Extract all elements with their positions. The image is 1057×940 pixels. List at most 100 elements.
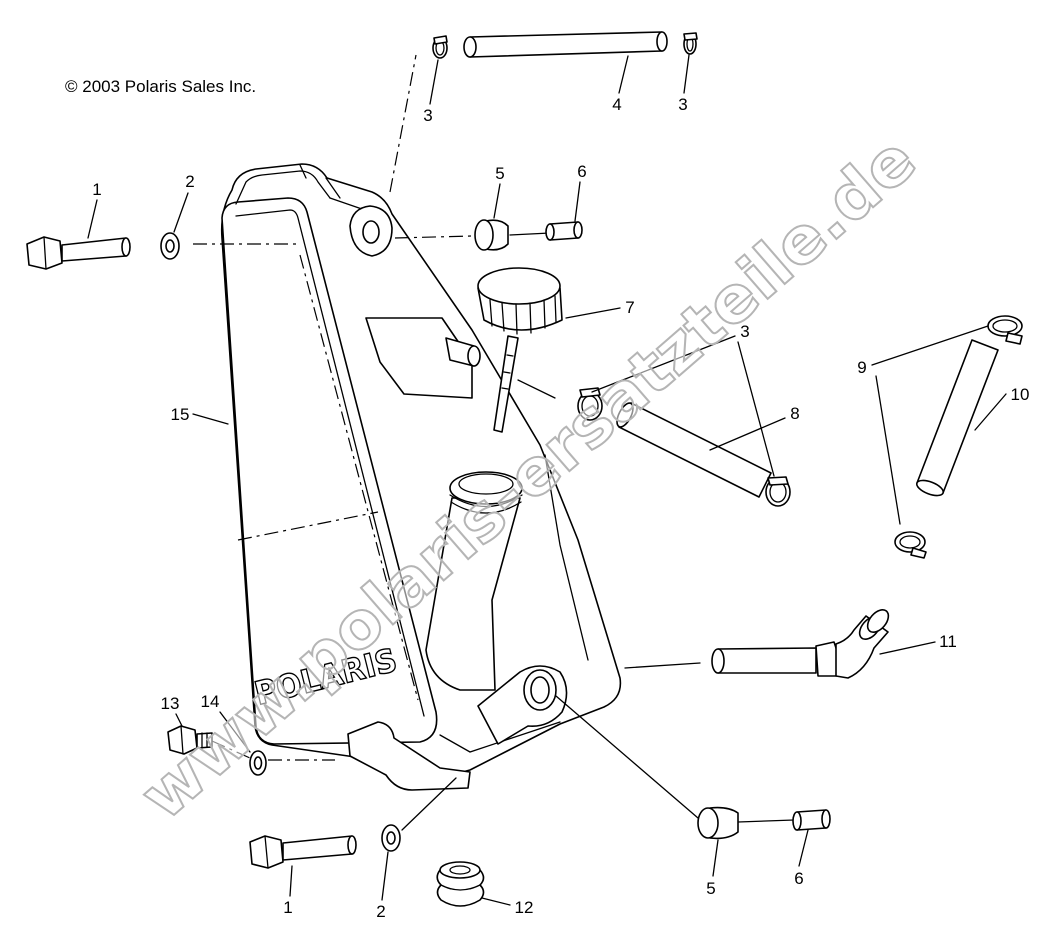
copyright-notice: © 2003 Polaris Sales Inc. <box>65 77 256 96</box>
leader-4 <box>618 55 629 94</box>
tank-seam-line <box>237 511 379 541</box>
sleeve-end-right <box>821 809 831 829</box>
grommet-ridge <box>440 884 481 891</box>
cap-top <box>477 267 561 305</box>
washer-hole <box>165 239 175 253</box>
hose-right <box>915 339 999 497</box>
callout-2-upper: 2 <box>185 172 194 191</box>
clamp-ear <box>433 35 448 45</box>
leader-12 <box>481 897 511 906</box>
tank-upper-mount-hole <box>362 220 380 244</box>
clamp-ear <box>910 547 927 559</box>
hose-end-right <box>656 31 668 52</box>
leader-2-lower <box>381 851 389 901</box>
grommet-hole <box>449 865 471 875</box>
tank-filler-neck-opening <box>458 473 514 495</box>
callout-3-top-right: 3 <box>678 95 687 114</box>
callout-11: 11 <box>939 632 957 651</box>
grommet-body <box>436 869 485 907</box>
callout-13: 13 <box>161 694 180 713</box>
leader-11 <box>879 641 936 655</box>
leader-5-upper <box>493 183 501 219</box>
tank-vent-nipple-end <box>467 345 481 367</box>
leader-7 <box>565 307 621 319</box>
callout-14: 14 <box>201 692 220 711</box>
tank-filler-neck-top <box>449 471 523 505</box>
center-line-upper-grommet <box>394 235 473 239</box>
bolt-hex-edge <box>264 835 269 869</box>
washer-lower <box>381 824 401 852</box>
sleeve-end-left <box>792 811 802 831</box>
callout-labels: 1 2 3 4 3 5 6 7 3 8 9 10 15 11 13 14 1 2… <box>92 95 1029 921</box>
grommet-top <box>439 861 481 879</box>
oil-tank: POLARIS <box>220 163 622 791</box>
callout-6-lower: 6 <box>794 869 803 888</box>
leader-2-upper <box>173 192 189 233</box>
fitting-tube <box>717 647 817 674</box>
leader-6-upper <box>574 181 581 222</box>
center-line-upper-sleeve <box>509 232 551 236</box>
leader-15 <box>192 413 229 425</box>
callout-3-top-left: 3 <box>423 106 432 125</box>
tank-filler-neck <box>425 497 521 691</box>
tank-bottom-edge <box>439 721 561 753</box>
tank-bottom-foot <box>347 721 471 791</box>
clamp-top-left <box>432 35 448 59</box>
center-line-outlet-fitting <box>624 662 701 669</box>
clamp-ear <box>1005 332 1023 345</box>
center-line-lower-bolt <box>401 777 457 831</box>
washer-hole <box>386 831 396 845</box>
grommet-lower <box>697 806 739 840</box>
callout-8: 8 <box>790 404 799 423</box>
callout-4: 4 <box>612 95 621 114</box>
hose-end-left <box>463 36 477 58</box>
callout-9: 9 <box>857 358 866 377</box>
bolt-shaft <box>282 835 353 861</box>
callout-leaders <box>87 54 1007 906</box>
bolt-tip <box>347 835 357 855</box>
cap-knurling <box>489 295 557 335</box>
clamp-ear <box>683 32 698 41</box>
filler-cap-dipstick <box>477 267 563 433</box>
callout-5-upper: 5 <box>495 164 504 183</box>
leader-3-top-right <box>683 54 690 94</box>
washer-hole <box>253 756 263 770</box>
center-line-vent-hose <box>517 379 556 399</box>
clamp-ear <box>767 476 789 486</box>
vent-hose <box>616 402 772 498</box>
callout-1-upper: 1 <box>92 180 101 199</box>
grommet-flange <box>697 807 719 839</box>
hose-end <box>915 479 945 497</box>
bolt-tip <box>121 237 131 257</box>
drain-washer <box>249 750 267 776</box>
leader-3-top-left <box>429 59 439 105</box>
callout-15: 15 <box>171 405 190 424</box>
tank-top-lip <box>235 170 331 205</box>
callout-6-upper: 6 <box>577 162 586 181</box>
clamp-right-upper <box>987 315 1023 345</box>
grommet-bottom <box>436 861 485 907</box>
clamp-ring-inner <box>992 319 1018 333</box>
leader-14 <box>219 711 251 753</box>
clamp-vent-lower <box>765 476 791 507</box>
grommet-upper <box>474 219 509 251</box>
tank-front-rim <box>235 209 425 717</box>
leader-8 <box>709 417 786 451</box>
tank-filler-neck-threads <box>449 494 523 514</box>
tank-hidden-line <box>299 254 419 701</box>
clamp-ring <box>894 531 926 553</box>
leader-10 <box>974 393 1007 431</box>
callout-10: 10 <box>1011 385 1030 404</box>
callout-12: 12 <box>515 898 534 917</box>
hose-top <box>463 31 668 58</box>
bolt-upper <box>26 236 131 270</box>
leader-13 <box>175 713 183 727</box>
dipstick-marks <box>501 354 514 390</box>
callout-7: 7 <box>625 298 634 317</box>
bolt-hex-edge <box>43 236 47 270</box>
grommet-flange <box>474 219 494 251</box>
leader-3-vent <box>591 335 775 477</box>
leader-1-lower <box>289 865 293 897</box>
center-line-lower-sleeve <box>737 819 795 823</box>
